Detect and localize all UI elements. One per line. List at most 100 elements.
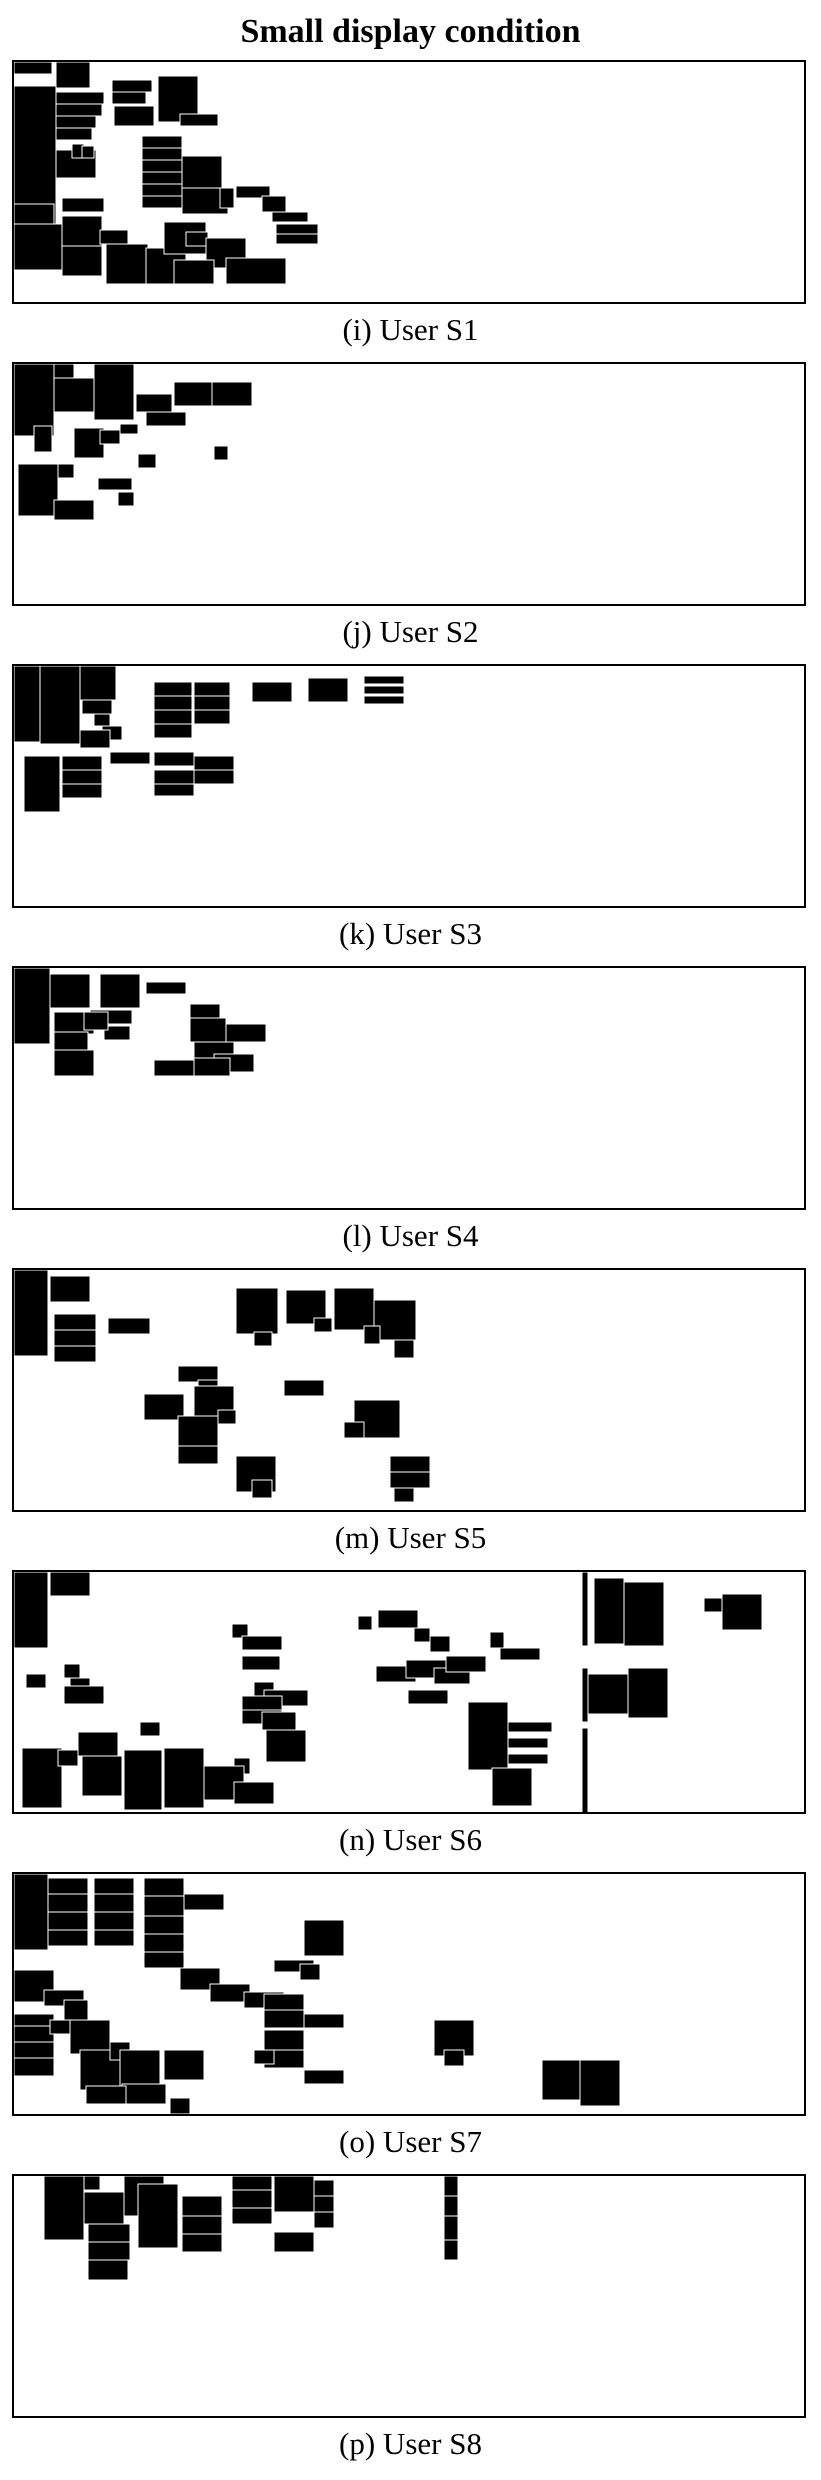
window-block — [63, 1663, 81, 1679]
window-block — [273, 2231, 315, 2253]
window-block — [413, 1627, 431, 1643]
figure-title: Small display condition — [240, 13, 581, 50]
window-block — [357, 1615, 373, 1631]
window-block — [217, 1409, 237, 1425]
window-block — [14, 1572, 49, 1649]
window-block — [85, 2085, 127, 2105]
window-block — [233, 1781, 275, 1805]
window-block — [119, 423, 139, 435]
window-block — [143, 1915, 185, 1935]
window-block — [443, 2176, 459, 2197]
panel-5-caption: (m) User S5 — [334, 1520, 487, 1555]
window-block — [377, 1609, 419, 1629]
window-block — [141, 195, 183, 209]
window-block — [69, 2019, 111, 2055]
window-block — [163, 2049, 205, 2081]
window-block — [393, 1339, 415, 1359]
window-block — [445, 1655, 487, 1673]
window-block — [14, 1874, 49, 1951]
panel-5-layout — [14, 1270, 431, 1503]
window-block — [14, 203, 55, 225]
window-block — [23, 755, 61, 813]
window-block — [193, 1057, 231, 1077]
panel-2-layout — [14, 364, 253, 521]
window-block — [109, 751, 151, 765]
window-block — [407, 1689, 449, 1705]
window-block — [177, 1445, 219, 1465]
window-block — [721, 1593, 763, 1631]
window-block — [55, 115, 97, 129]
panel-6-caption: (n) User S6 — [339, 1822, 482, 1857]
window-block — [189, 1003, 221, 1019]
window-block — [261, 1711, 297, 1731]
window-block — [443, 2215, 459, 2241]
window-block — [275, 233, 319, 245]
window-block — [193, 769, 235, 785]
window-block — [77, 1731, 119, 1757]
window-block — [14, 666, 41, 743]
window-block — [491, 1767, 533, 1807]
window-block — [93, 1877, 135, 1895]
window-block — [169, 2097, 191, 2114]
window-block — [119, 2049, 161, 2087]
window-block — [313, 2211, 335, 2229]
window-block — [179, 113, 219, 127]
window-block — [81, 699, 113, 715]
window-block — [61, 755, 103, 771]
window-block — [261, 195, 287, 213]
window-block — [303, 2069, 345, 2085]
window-block — [25, 1673, 47, 1689]
window-block — [93, 364, 135, 421]
window-block — [251, 1479, 273, 1499]
panel-1-layout — [14, 62, 319, 285]
window-block — [363, 695, 405, 705]
window-block — [55, 62, 91, 89]
panel-3 — [12, 664, 806, 908]
window-block — [313, 2195, 335, 2213]
window-block — [443, 2049, 465, 2067]
window-block — [489, 1631, 505, 1649]
window-block — [507, 1737, 549, 1749]
window-block — [14, 1969, 55, 2003]
window-block — [135, 393, 173, 413]
window-block — [177, 1415, 219, 1447]
window-block — [55, 127, 93, 141]
window-block — [47, 1877, 89, 1895]
window-block — [103, 1025, 131, 1041]
window-block — [87, 2259, 129, 2281]
window-block — [333, 1287, 375, 1331]
window-block — [81, 145, 95, 159]
window-block — [87, 2223, 131, 2243]
window-block — [275, 223, 319, 235]
panel-7 — [12, 1872, 806, 2116]
window-block — [61, 769, 103, 785]
window-block — [153, 681, 193, 697]
panel-3-caption: (k) User S3 — [339, 916, 482, 951]
panel-4 — [12, 966, 806, 1210]
panel-7-layout — [14, 1874, 621, 2114]
window-block — [153, 695, 193, 711]
window-block — [181, 2215, 223, 2237]
window-block — [299, 1963, 321, 1981]
window-block — [253, 1331, 273, 1347]
window-block — [363, 685, 405, 695]
window-block — [14, 2057, 55, 2077]
window-block — [93, 713, 111, 727]
window-block — [251, 681, 293, 703]
panel-2 — [12, 362, 806, 606]
window-block — [49, 2019, 71, 2035]
window-block — [141, 135, 183, 149]
window-block — [81, 1755, 123, 1797]
window-block — [163, 1747, 205, 1809]
window-block — [587, 1673, 629, 1715]
window-block — [47, 1911, 89, 1931]
panel-4-caption: (l) User S4 — [342, 1218, 479, 1253]
window-block — [273, 2176, 315, 2213]
window-block — [143, 1933, 185, 1953]
window-block — [143, 1951, 185, 1969]
window-block — [193, 681, 231, 697]
window-block — [579, 2059, 621, 2107]
window-block — [307, 677, 349, 703]
window-block — [303, 2013, 345, 2029]
window-block — [53, 1345, 97, 1363]
